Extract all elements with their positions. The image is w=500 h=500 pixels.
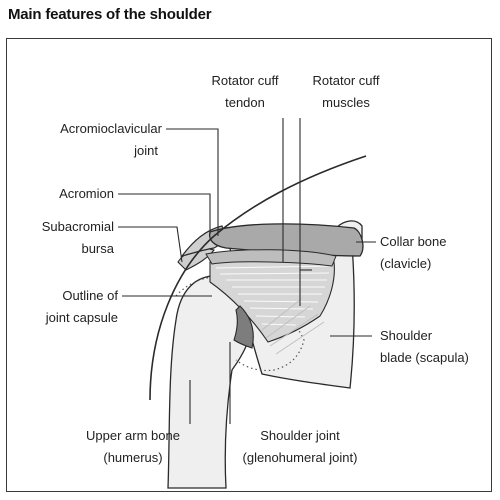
label-line: Acromioclavicular xyxy=(60,121,162,136)
label-line: blade (scapula) xyxy=(380,350,469,365)
clavicle-shape xyxy=(208,223,364,257)
rotator-cuff-tendon-shape xyxy=(205,249,337,267)
label-line: Acromion xyxy=(59,186,114,201)
label-line: (humerus) xyxy=(103,450,163,465)
scapular-muscle-fibers xyxy=(261,299,325,355)
pointer-acromion xyxy=(118,193,211,234)
label-line: Outline of xyxy=(62,288,118,303)
label-upper-arm-bone: Upper arm bone (humerus) xyxy=(66,425,200,469)
skin-outline xyxy=(149,155,367,401)
label-acromion: Acromion xyxy=(16,183,114,205)
label-line: Upper arm bone xyxy=(86,428,180,443)
label-subacromial-bursa: Subacromial bursa xyxy=(16,216,114,260)
label-line: Shoulder xyxy=(380,328,433,343)
label-line: (glenohumeral joint) xyxy=(242,450,358,465)
label-rotator-cuff-tendon: Rotator cuff tendon xyxy=(190,70,300,114)
label-line: tendon xyxy=(225,95,265,110)
label-line: Collar bone xyxy=(380,234,447,249)
label-acromioclavicular-joint: Acromioclavicular joint xyxy=(16,118,162,162)
label-shoulder-blade: Shoulder blade (scapula) xyxy=(380,325,490,369)
label-line: Subacromial xyxy=(41,219,114,234)
label-line: joint capsule xyxy=(45,310,118,325)
label-line: muscles xyxy=(322,95,370,110)
label-line: Rotator cuff xyxy=(211,73,279,88)
label-line: joint xyxy=(134,143,158,158)
pointer-lines xyxy=(118,118,376,424)
label-outline-joint-capsule: Outline of joint capsule xyxy=(12,285,118,329)
label-line: Shoulder joint xyxy=(260,428,340,443)
pointer-acromioclavicular-joint xyxy=(166,128,219,236)
label-line: (clavicle) xyxy=(380,256,432,271)
diagram-frame xyxy=(6,38,492,492)
label-collar-bone: Collar bone (clavicle) xyxy=(380,231,490,275)
label-line: bursa xyxy=(81,241,114,256)
joint-capsule-outline xyxy=(175,276,305,372)
muscle-striations xyxy=(215,265,331,326)
pointer-subacromial-bursa xyxy=(118,226,183,263)
label-rotator-cuff-muscles: Rotator cuff muscles xyxy=(296,70,396,114)
diagram-title: Main features of the shoulder xyxy=(8,6,212,23)
glenoid-shape xyxy=(233,305,254,349)
label-shoulder-joint: Shoulder joint (glenohumeral joint) xyxy=(218,425,382,469)
label-line: Rotator cuff xyxy=(312,73,380,88)
